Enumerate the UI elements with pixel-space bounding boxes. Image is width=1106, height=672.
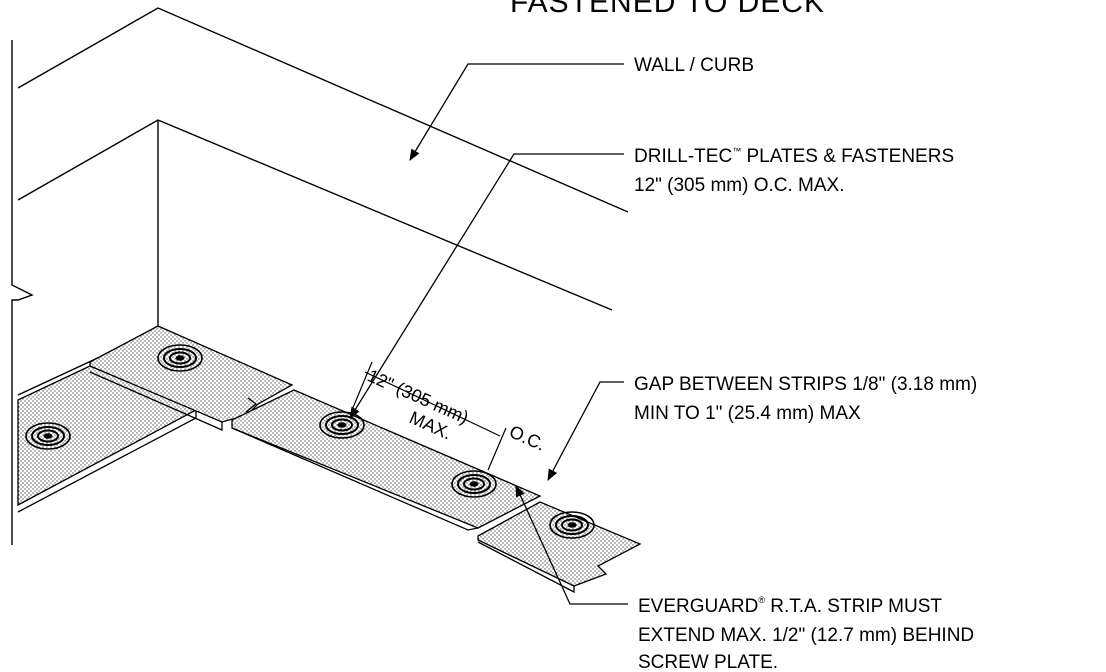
- label-strip-line3: SCREW PLATE.: [638, 652, 778, 672]
- screw-plate-3: [319, 411, 365, 439]
- screw-plate-4: [451, 470, 497, 498]
- screw-plate-5: [549, 511, 595, 539]
- leader-plates: [349, 153, 624, 419]
- wall-top-edge: [17, 7, 629, 213]
- leader-wall-curb: [409, 63, 624, 162]
- label-gap-line1: GAP BETWEEN STRIPS 1/8" (3.18 mm): [634, 374, 977, 395]
- wall-curb-outline: [11, 7, 629, 545]
- screw-plate-1: [157, 344, 203, 372]
- wall-inner-edge: [17, 119, 613, 311]
- break-line: [11, 40, 34, 545]
- strip-right: [477, 501, 642, 587]
- label-plates-line1: DRILL-TEC™ PLATES & FASTENERS: [634, 146, 954, 167]
- label-gap-line2: MIN TO 1" (25.4 mm) MAX: [634, 403, 861, 424]
- drawing-title: FASTENED TO DECK: [510, 0, 825, 19]
- leader-lines: [349, 63, 628, 605]
- dimension-text-oc: O.C.: [506, 421, 548, 454]
- label-strip-line2: EXTEND MAX. 1/2" (12.7 mm) BEHIND: [638, 625, 974, 646]
- strip-middle: [231, 389, 542, 529]
- label-strip-line1: EVERGUARD® R.T.A. STRIP MUST: [638, 595, 942, 617]
- screw-plates: [25, 344, 595, 539]
- screw-plate-2: [25, 422, 71, 450]
- leader-gap: [547, 381, 624, 482]
- rta-strips: [17, 325, 642, 594]
- label-wall-curb: WALL / CURB: [634, 55, 754, 76]
- leader-strip: [515, 484, 628, 605]
- label-plates-line2: 12" (305 mm) O.C. MAX.: [634, 175, 845, 196]
- dimension-line: [351, 361, 507, 471]
